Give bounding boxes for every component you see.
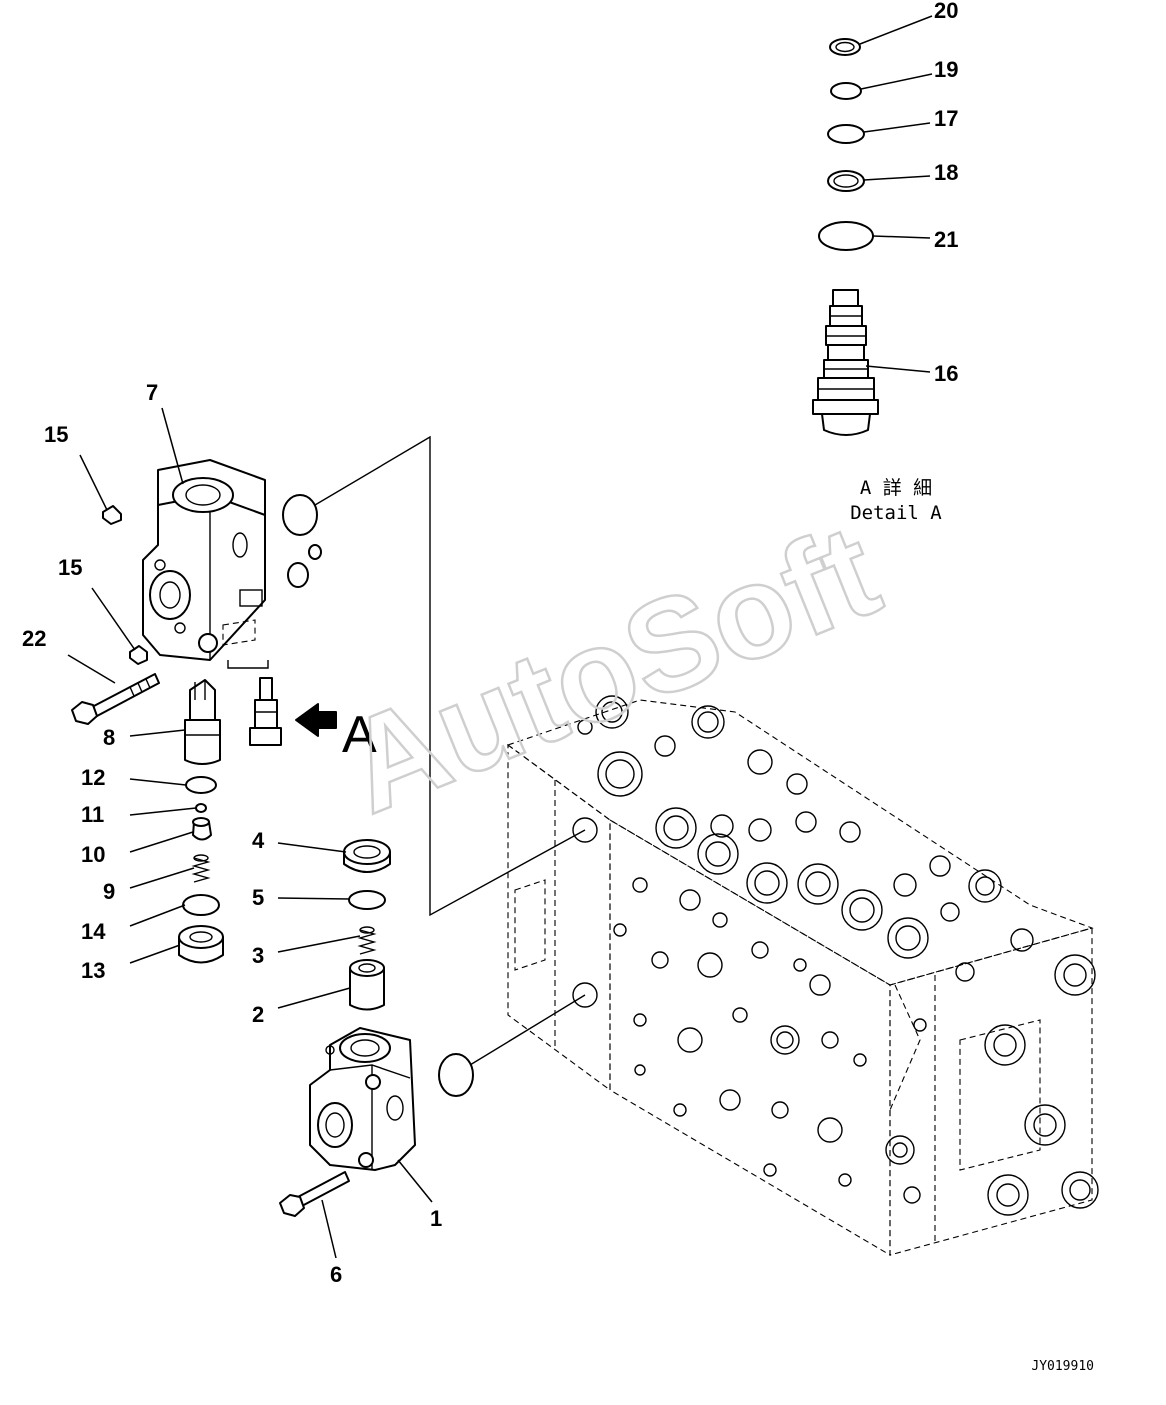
callout-4: 4: [252, 828, 265, 853]
callout-21: 21: [934, 227, 958, 252]
callout-16: 16: [934, 361, 958, 386]
callout-11: 11: [81, 802, 104, 827]
callout-7: 7: [146, 380, 158, 405]
part-5-oring: [348, 890, 386, 910]
drawing-code: JY019910: [1031, 1359, 1094, 1374]
top-ports: [577, 695, 1034, 982]
view-arrow-label: A: [342, 706, 377, 764]
part-15-plug-lower: [129, 645, 148, 665]
watermark-logo: AutoSoft: [325, 496, 897, 841]
oring-part-1: [438, 1053, 474, 1097]
oring-mid-7: [287, 562, 309, 588]
part-6-bolt: [279, 1171, 350, 1217]
callout-10: 10: [81, 842, 105, 867]
callout-3: 3: [252, 943, 264, 968]
end-plate-features: [885, 954, 1099, 1216]
assembly-line-7: [314, 435, 586, 917]
callout-22: 22: [22, 626, 46, 651]
control-valve-body: [506, 695, 1099, 1256]
detail-a-label-en: Detail A: [850, 502, 942, 524]
assembly-line-1: [469, 994, 586, 1066]
callout-19: 19: [934, 57, 958, 82]
callout-13: 13: [81, 958, 105, 983]
part-14-oring: [182, 894, 220, 916]
part-8-spool: [184, 679, 221, 765]
oring-large-7: [282, 494, 318, 536]
view-arrow-a: A: [295, 703, 377, 764]
part-13-plug: [178, 925, 224, 964]
part-12-oring: [185, 776, 217, 794]
part-7-valve-body: [142, 459, 266, 661]
callout-15-upper: 15: [44, 422, 68, 447]
callout-14: 14: [81, 919, 106, 944]
front-holes: [572, 817, 867, 1187]
oring-small-7: [308, 544, 322, 560]
callout-5: 5: [252, 885, 264, 910]
part-20-ring: [829, 38, 861, 56]
part-21-oring: [818, 221, 874, 251]
part-1-valve-body: [309, 1027, 416, 1171]
callout-17: 17: [934, 106, 958, 131]
callout-8: 8: [103, 725, 115, 750]
part-10-poppet: [192, 817, 212, 841]
callout-1: 1: [430, 1206, 442, 1231]
leader-lines: [67, 407, 433, 1259]
part-11-ball: [195, 803, 207, 813]
view-a-cartridge: [227, 660, 282, 746]
part-19-oring: [830, 82, 862, 100]
detail-a-label-jp: A 詳 細: [860, 477, 932, 499]
part-18-ring: [827, 170, 865, 192]
callout-2: 2: [252, 1002, 264, 1027]
part-22-bolt: [71, 673, 160, 725]
part-9-spring: [191, 854, 211, 883]
part-15-plug-upper: [102, 505, 122, 525]
part-17-backup: [827, 124, 865, 144]
callout-20: 20: [934, 0, 958, 23]
part-4-plug: [343, 839, 391, 873]
callout-12: 12: [81, 765, 105, 790]
part-3-spring: [357, 926, 377, 955]
callout-15-lower: 15: [58, 555, 82, 580]
callout-6: 6: [330, 1262, 342, 1287]
callout-9: 9: [103, 879, 115, 904]
part-2-piston: [349, 959, 385, 1011]
detail-a-group: 20 19 17 18 21 16 A 詳 細 Detail A: [812, 0, 958, 524]
callout-18: 18: [934, 160, 958, 185]
part-16-cartridge: [812, 289, 879, 436]
